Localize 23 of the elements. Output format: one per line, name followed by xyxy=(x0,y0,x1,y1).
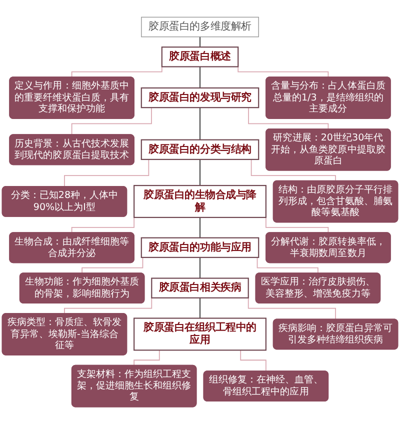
node-box: 胶原蛋白的生物合成与降解 xyxy=(134,185,266,218)
node-box: 胶原蛋白的多维度解析 xyxy=(141,17,259,38)
connector xyxy=(82,257,144,274)
connector xyxy=(199,258,201,280)
node-box: 胶原蛋白的分类与结构 xyxy=(140,140,260,160)
connector xyxy=(64,159,150,188)
connector xyxy=(250,159,336,182)
connector xyxy=(240,350,267,372)
connector xyxy=(199,108,201,141)
connector xyxy=(248,108,329,130)
connector xyxy=(134,350,160,367)
node-box: 胶原蛋白相关疾病 xyxy=(151,278,249,299)
connector xyxy=(199,298,201,320)
node-box: 胶原蛋白在组织工程中的应用 xyxy=(134,318,266,352)
connector xyxy=(199,160,201,187)
node-box: 胶原蛋白的功能与应用 xyxy=(140,238,260,258)
node-box: 胶原蛋白的发现与研究 xyxy=(140,88,260,109)
node-box: 胶原蛋白概述 xyxy=(161,47,239,68)
connector xyxy=(199,37,201,48)
connector xyxy=(256,257,319,274)
connector xyxy=(199,67,201,89)
connector xyxy=(71,108,152,136)
connector xyxy=(199,218,201,239)
